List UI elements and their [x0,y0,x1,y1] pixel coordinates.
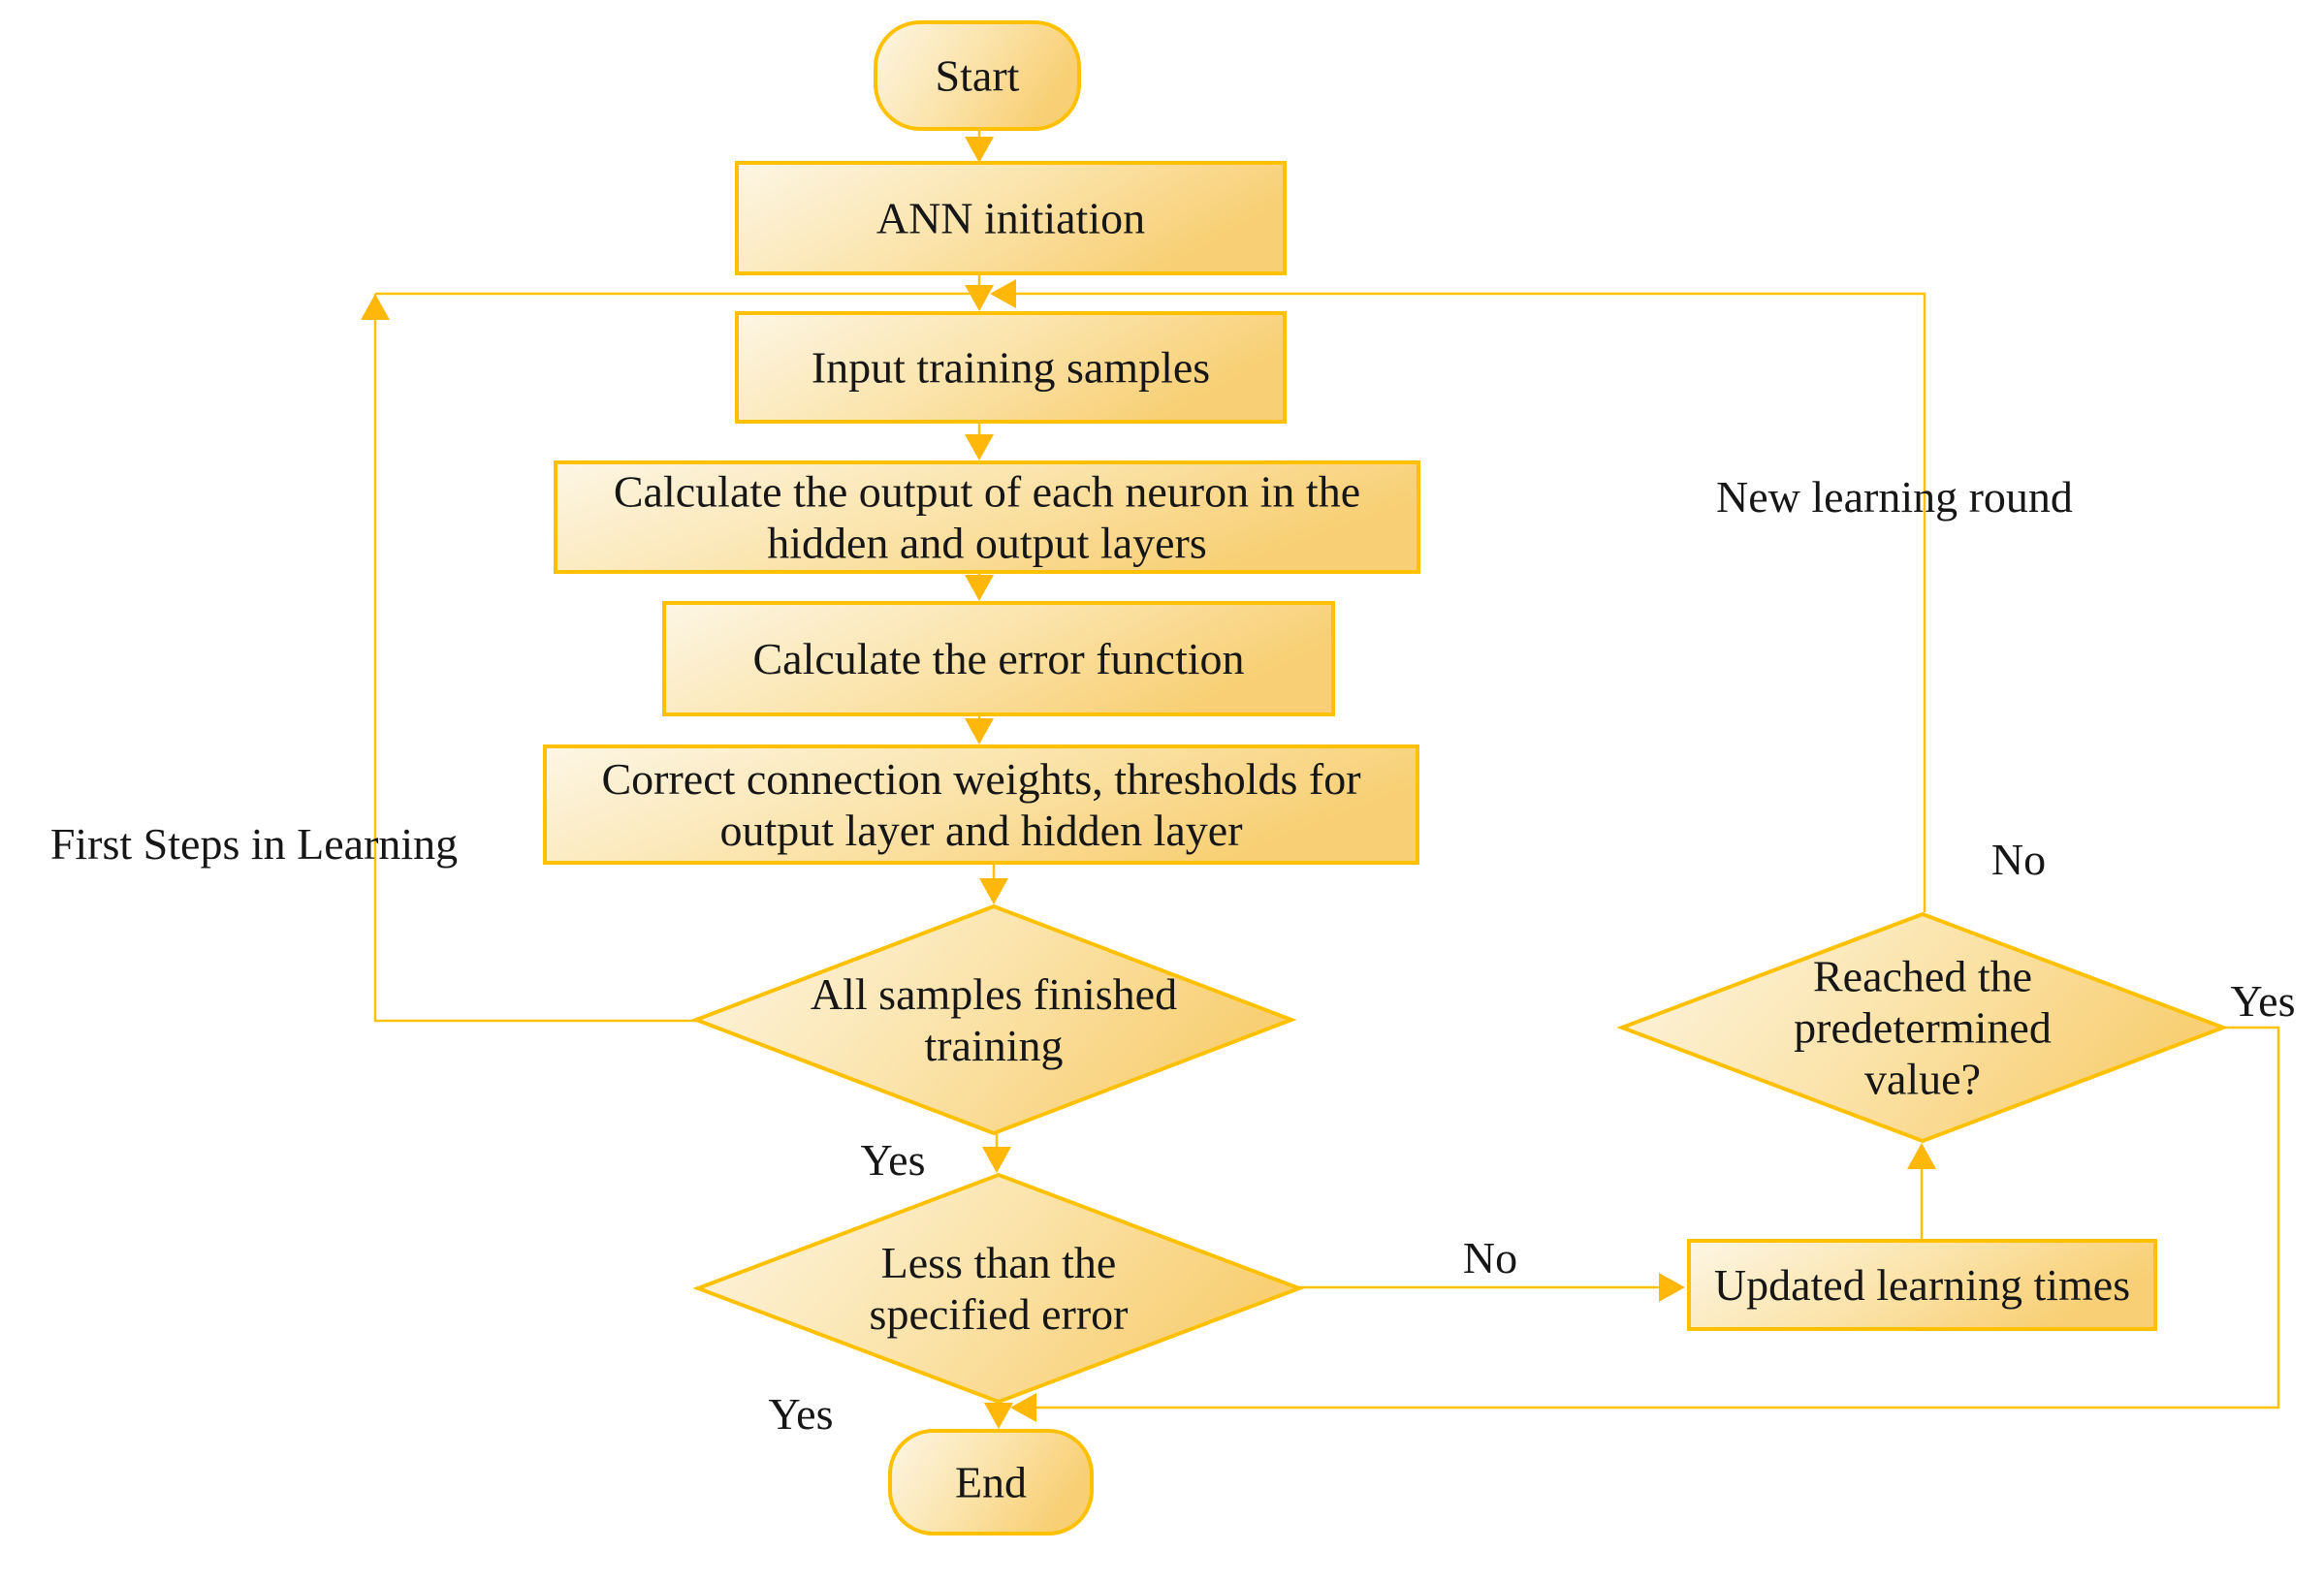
edge-error-to-correct [965,714,994,744]
label-first-steps: First Steps in Learning [50,819,458,869]
node-correct-weights-label: Correct connection weights, thresholds f… [601,754,1360,855]
node-calc-error-shape [662,601,1335,716]
node-calc-output: Calculate the output of each neuron in t… [554,460,1420,574]
edge-input-to-calc [965,422,994,460]
node-end: End [888,1429,1094,1536]
arrowhead-icon [990,279,1016,308]
node-calc-output-shape [554,460,1420,574]
node-end-shape [888,1429,1094,1536]
edge-calc-to-error [965,572,994,601]
node-start: Start [874,20,1081,131]
node-reached-value-shape [1616,911,2229,1144]
node-input-samples-shape [735,311,1287,424]
edge-line-new-round-no [1010,292,1926,912]
node-calc-error: Calculate the error function [662,601,1335,716]
node-less-error-shape [692,1172,1305,1405]
arrowhead-icon [979,878,1008,904]
arrowhead-icon [1907,1143,1936,1169]
arrowhead-icon [965,434,994,460]
edge-left-loop-no [361,292,971,1023]
label-new-round: New learning round [1716,472,2073,522]
label-yes-right: Yes [2231,976,2296,1026]
node-calc-error-label: Calculate the error function [752,634,1244,683]
node-end-label: End [955,1458,1027,1507]
node-updated-times: Updated learning times [1687,1239,2157,1331]
node-input-samples-label: Input training samples [812,343,1210,393]
label-no-mid: No [1463,1233,1517,1282]
arrowhead-icon [1010,1393,1036,1422]
arrowhead-icon [965,285,994,311]
node-start-label: Start [936,51,1020,101]
node-calc-output-label: Calculate the output of each neuron in t… [614,467,1360,568]
arrowhead-icon [965,718,994,744]
arrowhead-icon [965,137,994,163]
edge-error-no-updated [1299,1273,1685,1302]
node-updated-times-label: Updated learning times [1714,1260,2130,1310]
edge-correct-to-samples [979,863,1008,904]
node-ann-initiation-label: ANN initiation [876,194,1145,243]
edge-error-yes-end [984,1402,1013,1429]
edge-samples-yes [982,1133,1011,1173]
edge-updated-to-reached [1907,1143,1936,1241]
arrowhead-icon [965,575,994,601]
arrowhead-icon [982,1147,1011,1173]
node-all-samples-shape [690,903,1297,1136]
edge-start-to-ann [965,129,994,163]
node-updated-times-shape [1687,1239,2157,1331]
edge-reached-yes-return [1010,1026,2280,1422]
edge-new-round-no [990,279,1926,912]
arrowhead-icon [361,294,390,320]
label-yes-end: Yes [769,1389,834,1439]
edge-ann-to-input [965,273,994,311]
label-no-top: No [1991,835,2046,884]
node-correct-weights-shape [543,744,1419,865]
arrowhead-icon [1659,1273,1685,1302]
node-ann-initiation-shape [735,161,1287,275]
node-input-samples: Input training samples [735,311,1287,424]
edge-line-left-loop-no [373,294,696,1023]
node-ann-initiation: ANN initiation [735,161,1287,275]
node-correct-weights: Correct connection weights, thresholds f… [543,744,1419,865]
label-yes-samples: Yes [861,1135,926,1185]
edge-line-reached-yes-return [1028,1026,2280,1409]
arrowhead-icon [984,1403,1013,1429]
node-start-shape [874,20,1081,131]
